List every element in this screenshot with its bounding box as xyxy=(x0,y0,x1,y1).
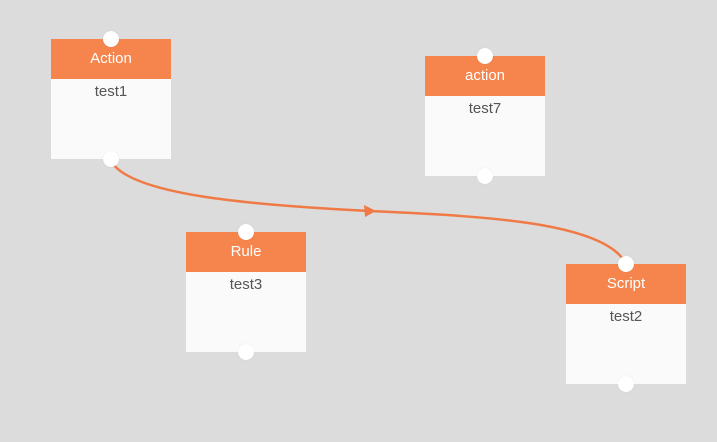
node-input-port[interactable] xyxy=(238,224,254,240)
node-name-label: test1 xyxy=(94,83,128,100)
node-input-port[interactable] xyxy=(477,48,493,64)
node-test1[interactable]: Action test1 xyxy=(51,31,171,167)
node-name-label: test7 xyxy=(468,100,502,117)
node-output-port[interactable] xyxy=(238,344,254,360)
node-type-label: Script xyxy=(566,264,686,304)
node-output-port[interactable] xyxy=(103,151,119,167)
node-name-label: test2 xyxy=(609,308,643,325)
node-test2[interactable]: Script test2 xyxy=(566,256,686,392)
node-test3[interactable]: Rule test3 xyxy=(186,224,306,360)
node-output-port[interactable] xyxy=(618,376,634,392)
connector-arrow-icon xyxy=(364,205,376,217)
node-input-port[interactable] xyxy=(618,256,634,272)
node-name-label: test3 xyxy=(229,276,263,293)
node-output-port[interactable] xyxy=(477,168,493,184)
node-test7[interactable]: action test7 xyxy=(425,48,545,184)
node-input-port[interactable] xyxy=(103,31,119,47)
